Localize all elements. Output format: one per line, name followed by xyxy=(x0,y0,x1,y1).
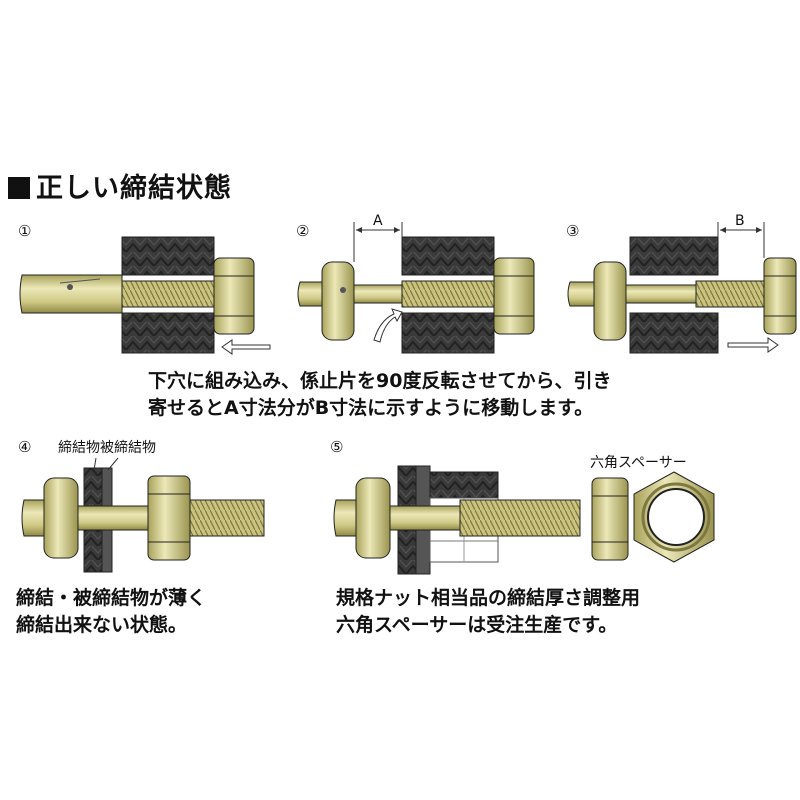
thread xyxy=(121,280,219,308)
main-caption-line-2: 寄せるとA寸法分がB寸法に示すように移動します。 xyxy=(148,397,594,419)
sleeve xyxy=(19,274,123,314)
spacer-side xyxy=(591,477,629,561)
main-caption-line-1: 下穴に組み込み、係止片を90度反転させてから、引き xyxy=(148,370,612,392)
dimension-b-label: B xyxy=(735,213,745,229)
block-upper xyxy=(121,236,215,276)
square-bullet-icon xyxy=(8,177,30,199)
diagram-1 xyxy=(19,236,271,355)
caption-5-line-2: 六角スペーサーは受注生産です。 xyxy=(336,614,618,636)
step-2-number: ② xyxy=(296,222,310,240)
member-label: 締結物被締結物 xyxy=(58,440,156,456)
caption-4-line-2: 締結出来ない状態。 xyxy=(16,614,188,636)
diagram-3 xyxy=(567,222,797,354)
page-title: 正しい締結状態 xyxy=(8,166,232,205)
main-caption: 下穴に組み込み、係止片を90度反転させてから、引き 寄せるとA寸法分がB寸法に示… xyxy=(148,368,611,422)
caption-4-line-1: 締結・被締結物が薄く xyxy=(16,587,207,609)
caption-4: 締結・被締結物が薄く 締結出来ない状態。 xyxy=(16,585,206,639)
rotate-arrow-icon xyxy=(373,308,403,343)
page-title-text: 正しい締結状態 xyxy=(36,173,232,204)
step-1-number: ① xyxy=(18,222,32,240)
caption-5-line-1: 規格ナット相当品の締結厚さ調整用 xyxy=(336,587,641,609)
diagram-5 xyxy=(333,465,715,575)
stop-piece xyxy=(321,261,355,341)
step-3-number: ③ xyxy=(566,222,580,240)
caption-5: 規格ナット相当品の締結厚さ調整用 六角スペーサーは受注生産です。 xyxy=(336,585,640,639)
diagram-2 xyxy=(297,222,535,354)
spacer-label: 六角スペーサー xyxy=(590,455,687,471)
step-5-number: ⑤ xyxy=(330,438,344,456)
arrow-right-icon xyxy=(727,337,779,353)
dimension-a-label: A xyxy=(373,213,383,229)
step-4-number: ④ xyxy=(18,438,32,456)
nut xyxy=(213,257,255,335)
arrow-left-icon xyxy=(221,339,271,355)
block-lower xyxy=(121,312,215,354)
diagram-4 xyxy=(21,457,265,573)
